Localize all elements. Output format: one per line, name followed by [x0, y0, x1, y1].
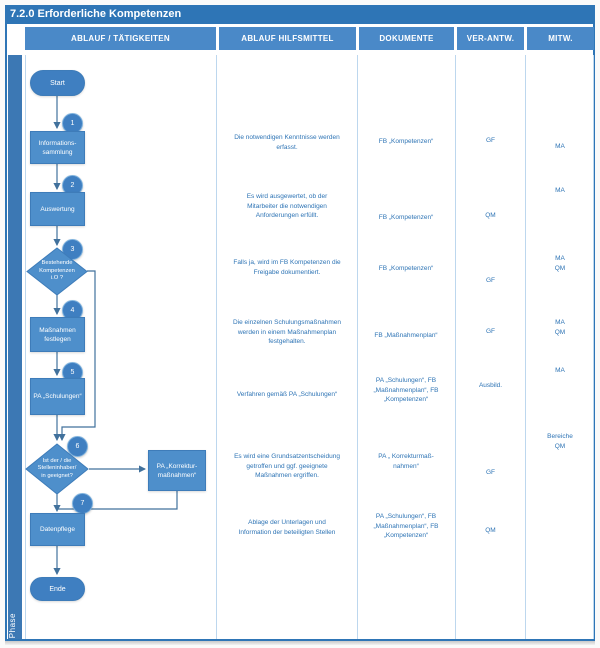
column-header-mitw: MITW. — [527, 27, 594, 50]
phase-bar — [8, 55, 22, 639]
process-pa-schulungen[interactable]: PA „Schulungen“ — [30, 378, 85, 415]
mitw-row-6: Bereiche QM — [547, 433, 573, 450]
page-title: 7.2.0 Erforderliche Kompetenzen — [5, 5, 595, 24]
mitw-row-4: MA QM — [554, 319, 566, 336]
process-auswertung[interactable]: Auswertung — [30, 192, 85, 226]
dokumente-row-1: FB „Kompetenzen“ — [378, 138, 434, 145]
page-edge-shadow — [5, 641, 595, 645]
flow-end-node[interactable]: Ende — [30, 577, 85, 601]
hilfsmittel-row-6: Es wird eine Grundsatzentscheidung getro… — [234, 453, 340, 479]
verantw-row-3: GF — [485, 277, 496, 284]
flow-start-node[interactable]: Start — [30, 70, 85, 96]
grid-line — [25, 55, 26, 639]
verantw-row-7: QM — [485, 527, 496, 534]
verantw-row-4: GF — [485, 328, 496, 335]
mitw-row-1: MA — [555, 143, 565, 150]
mitw-row-2: MA — [555, 187, 565, 194]
hilfsmittel-row-3: Falls ja, wird im FB Kompetenzen die Fre… — [233, 259, 341, 276]
process-massnahmen-festlegen[interactable]: Maßnahmen festlegen — [30, 317, 85, 352]
dokumente-row-3: FB „Kompetenzen“ — [378, 265, 434, 272]
decision-stelleninhaber-geeignet[interactable]: Ist der / die Stelleninhaber/ in geeigne… — [25, 443, 89, 495]
hilfsmittel-row-5: Verfahren gemäß PA „Schulungen“ — [236, 391, 338, 398]
decision-label: Bestehende Kompetenzen i.O ? — [39, 260, 75, 282]
verantw-row-5: Ausbild. — [478, 382, 503, 389]
dokumente-row-2: FB „Kompetenzen“ — [378, 214, 434, 221]
hilfsmittel-row-4: Die einzelnen Schulungsmaßnahmen werden … — [232, 319, 342, 345]
grid-line — [357, 55, 358, 639]
dokumente-row-6: PA „ Korrekturmaß- nahmen“ — [378, 453, 434, 470]
grid-line — [593, 55, 594, 639]
column-header-verantw: VER-ANTW. — [457, 27, 524, 50]
step-number-3: 3 — [62, 239, 83, 260]
column-header-ablauf-hilfsmittel: ABLAUF HILFSMITTEL — [219, 27, 356, 50]
sheet-frame — [5, 5, 595, 641]
decision-bestehende-kompetenzen[interactable]: Bestehende Kompetenzen i.O ? — [26, 247, 88, 296]
verantw-row-2: QM — [485, 212, 496, 219]
dokumente-row-7: PA „Schulungen“, FB „Maßnahmenplan“, FB … — [373, 513, 439, 539]
grid-line — [455, 55, 456, 639]
dokumente-row-5: PA „Schulungen“, FB „Maßnahmenplan“, FB … — [373, 377, 439, 403]
verantw-row-6: GF — [485, 469, 496, 476]
mitw-row-3: MA QM — [554, 255, 566, 272]
hilfsmittel-row-2: Es wird ausgewertet, ob der Mitarbeiter … — [246, 193, 328, 219]
mitw-row-5: MA — [555, 367, 565, 374]
decision-label: Ist der / die Stelleninhaber/ in geeigne… — [37, 457, 77, 479]
grid-line — [525, 55, 526, 639]
step-number-6: 6 — [67, 436, 88, 457]
grid-line — [216, 55, 217, 639]
step-number-7: 7 — [72, 493, 93, 514]
process-datenpflege[interactable]: Datenpflege — [30, 513, 85, 546]
column-header-dokumente: DOKUMENTE — [359, 27, 454, 50]
verantw-row-1: GF — [485, 137, 496, 144]
phase-label: Phase — [8, 612, 17, 638]
process-pa-korrekturmassnahmen[interactable]: PA „Korrektur- maßnahmen“ — [148, 450, 206, 491]
column-header-ablauf-taetigkeiten: ABLAUF / TÄTIGKEITEN — [25, 27, 216, 50]
process-informationssammlung[interactable]: Informations- sammlung — [30, 131, 85, 164]
hilfsmittel-row-1: Die notwendigen Kenntnisse werden erfass… — [234, 134, 340, 151]
dokumente-row-4: FB „Maßnahmenplan“ — [374, 332, 438, 339]
hilfsmittel-row-7: Ablage der Unterlagen und Information de… — [238, 519, 336, 536]
